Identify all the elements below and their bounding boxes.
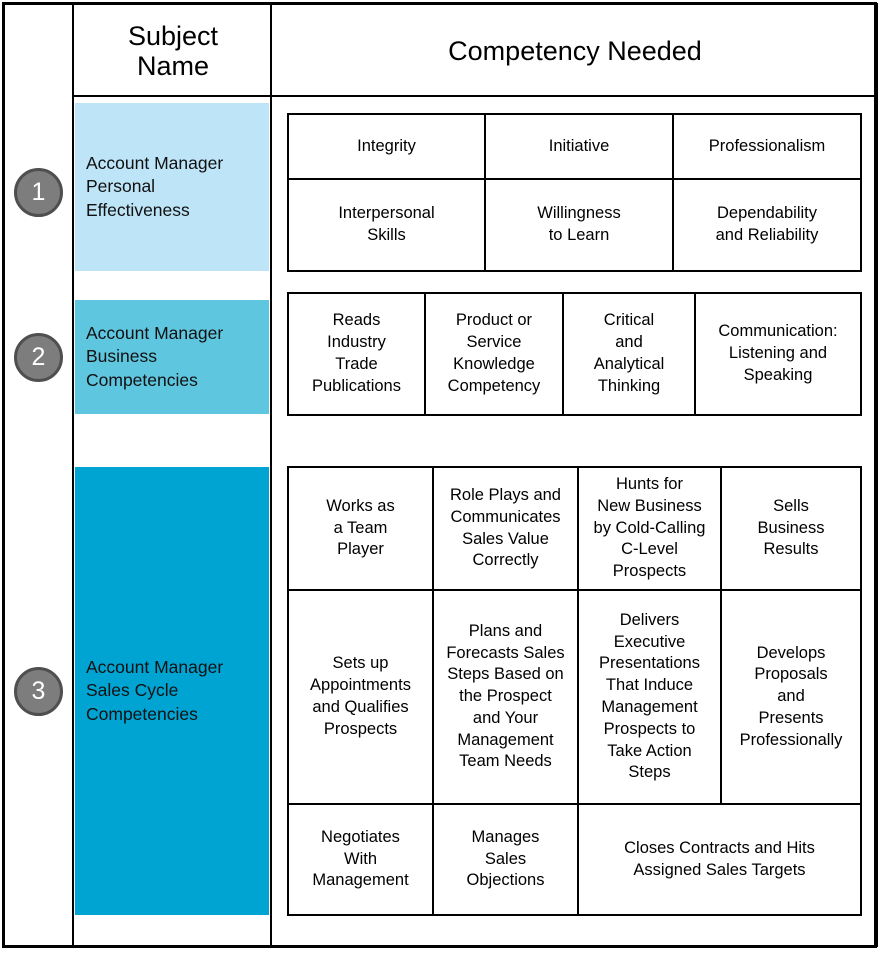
- column-divider: [270, 3, 272, 947]
- table-frame: [72, 3, 878, 947]
- badge-1: 1: [14, 168, 63, 217]
- competency-cell[interactable]: Initiative: [484, 115, 672, 178]
- header-divider: [72, 95, 878, 97]
- header-competency-needed: Competency Needed: [274, 8, 876, 94]
- competency-grid-1: Integrity Initiative Professionalism Int…: [287, 113, 862, 272]
- competency-row: Integrity Initiative Professionalism: [289, 115, 860, 178]
- badge-1-label: 1: [31, 178, 46, 206]
- competency-cell[interactable]: Professionalism: [672, 115, 860, 178]
- header-competency-needed-text: Competency Needed: [448, 35, 702, 66]
- badge-3-label: 3: [31, 677, 46, 705]
- badge-2: 2: [14, 333, 63, 382]
- competency-cell[interactable]: Integrity: [357, 136, 416, 155]
- badge-3: 3: [14, 667, 63, 716]
- badge-2-label: 2: [31, 343, 46, 371]
